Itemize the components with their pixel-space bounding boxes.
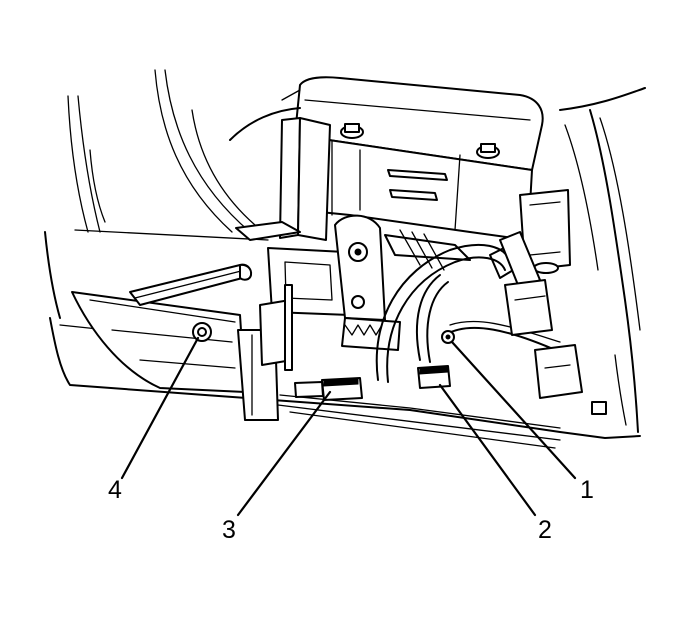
- leader-line-2: [438, 383, 537, 517]
- left-background-panel: [44, 69, 269, 319]
- central-mechanism: [259, 214, 471, 371]
- bolt-4: [192, 322, 212, 342]
- right-connector-bracket: [499, 231, 607, 415]
- callout-label-2: 2: [538, 516, 552, 544]
- sliding-rod: [129, 263, 253, 306]
- leader-line-4: [120, 336, 200, 480]
- right-background-panel: [559, 87, 646, 433]
- callout-label-1: 1: [580, 476, 594, 504]
- wire-harness: [375, 243, 561, 383]
- leader-line-3: [236, 390, 332, 517]
- left-support-bracket: [235, 117, 331, 241]
- housing-bolts: [340, 123, 500, 159]
- callout-label-3: 3: [222, 516, 236, 544]
- left-wedge-bracket: [71, 291, 279, 421]
- upper-housing: [229, 76, 544, 241]
- leader-line-1: [450, 340, 577, 480]
- connector-3: [294, 377, 363, 401]
- connector-2: [417, 365, 451, 389]
- callout-label-4: 4: [108, 476, 122, 504]
- fastener-1: [441, 330, 455, 344]
- leader-lines: [120, 336, 577, 517]
